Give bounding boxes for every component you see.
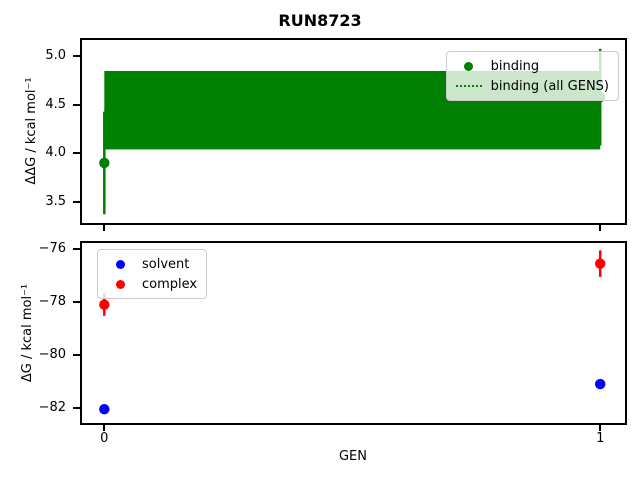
legend-label: binding (all GENS) — [490, 78, 609, 94]
solvent-point — [99, 404, 110, 415]
legend-marker — [115, 279, 125, 289]
y-tick-mark — [73, 152, 80, 155]
legend-label: complex — [142, 276, 198, 292]
binding-plot: binding binding (all GENS) — [80, 38, 627, 225]
dotted-line-icon — [455, 85, 482, 87]
solvent-point — [595, 378, 606, 390]
complex-point — [595, 258, 606, 269]
x-tick-label: 0 — [100, 431, 109, 446]
legend-entry: solvent — [107, 254, 197, 274]
y-tick-label: 3.5 — [45, 193, 66, 209]
marker-dot-icon — [456, 61, 482, 71]
x-tick-label: 1 — [596, 431, 605, 446]
y-tick-label: 4.5 — [45, 96, 66, 112]
x-tick-mark — [599, 425, 602, 431]
dg-plot: solvent complex — [80, 241, 627, 425]
binding-legend: binding binding (all GENS) — [445, 51, 619, 101]
y-tick-label: 4.0 — [45, 145, 66, 161]
x-axis-label: GEN — [338, 449, 367, 464]
y-tick-mark — [73, 301, 80, 304]
y-tick-mark — [73, 103, 80, 106]
legend-marker — [115, 259, 125, 269]
x-tick-mark — [103, 425, 106, 431]
legend-label: solvent — [142, 256, 190, 272]
marker-dot-icon — [107, 279, 133, 289]
y-tick-label: −80 — [38, 346, 66, 362]
y-tick-mark — [73, 353, 80, 356]
binding-point — [99, 157, 110, 169]
y-tick-mark — [73, 200, 80, 203]
legend-line — [455, 85, 482, 87]
marker-dot-icon — [107, 259, 133, 269]
y-tick-label: −78 — [38, 294, 66, 310]
y-tick-mark — [73, 406, 80, 409]
y-tick-label: 5.0 — [45, 48, 66, 64]
figure-title: RUN8723 — [278, 11, 362, 30]
legend-marker — [464, 61, 474, 71]
y-tick-label: −76 — [38, 241, 66, 257]
y-tick-label: −82 — [38, 399, 66, 415]
legend-entry: complex — [107, 274, 197, 294]
dg-plot-canvas — [99, 250, 606, 415]
dg-legend: solvent complex — [97, 249, 208, 299]
legend-entry: binding — [456, 56, 609, 76]
x-tick-mark — [599, 225, 602, 231]
complex-point — [99, 299, 110, 310]
y-tick-mark — [73, 248, 80, 251]
x-tick-mark — [103, 225, 106, 231]
legend-label: binding — [490, 58, 540, 74]
y-tick-mark — [73, 55, 80, 58]
legend-entry: binding (all GENS) — [455, 76, 609, 96]
